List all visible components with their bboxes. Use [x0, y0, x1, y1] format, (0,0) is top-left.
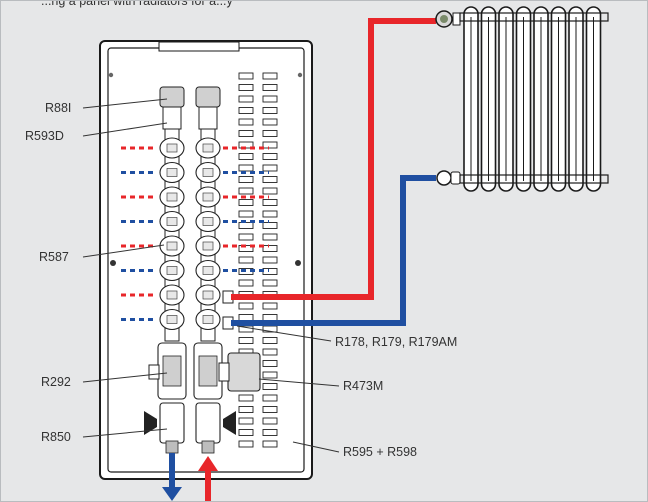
air-vent-cap	[159, 86, 185, 108]
clip	[238, 337, 254, 344]
label-r587: R587	[39, 250, 69, 264]
clip	[262, 279, 278, 287]
clip	[262, 153, 278, 160]
clip	[262, 440, 278, 448]
clip	[238, 176, 254, 183]
clip	[262, 72, 278, 80]
manifold-bars	[144, 86, 261, 454]
radiator-pipes	[231, 18, 436, 326]
label-r292: R292	[41, 375, 71, 389]
clip	[238, 153, 254, 160]
clip	[262, 360, 278, 367]
clip	[238, 95, 254, 103]
clip	[238, 256, 254, 264]
outlet-stubs	[121, 146, 269, 321]
clip	[262, 371, 278, 379]
clip	[262, 210, 278, 218]
label-r473m: R473M	[343, 379, 383, 393]
clip	[238, 429, 254, 436]
clip	[262, 84, 278, 91]
arrow-down-icon	[162, 487, 182, 501]
clip	[262, 268, 278, 275]
clip	[238, 107, 254, 114]
actuator	[227, 352, 261, 392]
clip	[262, 406, 278, 413]
arrow-up-icon	[198, 456, 218, 471]
clip	[262, 245, 278, 252]
clip	[238, 210, 254, 218]
label-r88i: R88I	[45, 101, 71, 115]
valve-handle	[223, 411, 236, 435]
clip	[262, 176, 278, 183]
hot-pipe	[231, 18, 436, 300]
clip	[262, 348, 278, 356]
clip	[238, 72, 254, 80]
clip	[238, 394, 254, 402]
clip	[262, 302, 278, 310]
clip	[262, 417, 278, 425]
ball-valve	[159, 402, 185, 444]
clip	[238, 440, 254, 448]
clip	[262, 337, 278, 344]
clip	[238, 130, 254, 137]
clip	[262, 429, 278, 436]
label-r595-r598: R595 + R598	[343, 445, 417, 459]
caption-text: ...ng a panel with radiators for a...y	[41, 0, 233, 8]
clip	[262, 256, 278, 264]
clip	[262, 187, 278, 195]
clip	[238, 199, 254, 206]
air-vent-cap	[195, 86, 221, 108]
valve-handle	[144, 411, 157, 435]
column-radiator-icon	[435, 6, 609, 192]
clip	[262, 107, 278, 114]
clip	[238, 314, 254, 321]
ball-valve	[195, 402, 221, 444]
clip	[238, 118, 254, 126]
clip	[238, 406, 254, 413]
clip	[238, 164, 254, 172]
label-r593d: R593D	[25, 129, 64, 143]
clip	[238, 302, 254, 310]
clip	[238, 417, 254, 425]
clip	[262, 233, 278, 241]
clip	[238, 187, 254, 195]
leader-lines	[82, 98, 340, 453]
clip	[262, 394, 278, 402]
label-r178-r179: R178, R179, R179AM	[335, 335, 457, 349]
clip	[262, 141, 278, 149]
clip	[262, 199, 278, 206]
cold-pipe	[231, 175, 436, 326]
clip	[238, 84, 254, 91]
flow-arrows	[162, 453, 218, 501]
clip	[262, 130, 278, 137]
clip	[238, 233, 254, 241]
clip	[262, 383, 278, 390]
clip	[262, 118, 278, 126]
clip	[262, 164, 278, 172]
clip	[238, 279, 254, 287]
clip	[262, 222, 278, 229]
clip	[238, 222, 254, 229]
clip	[262, 314, 278, 321]
label-r850: R850	[41, 430, 71, 444]
clip	[262, 95, 278, 103]
